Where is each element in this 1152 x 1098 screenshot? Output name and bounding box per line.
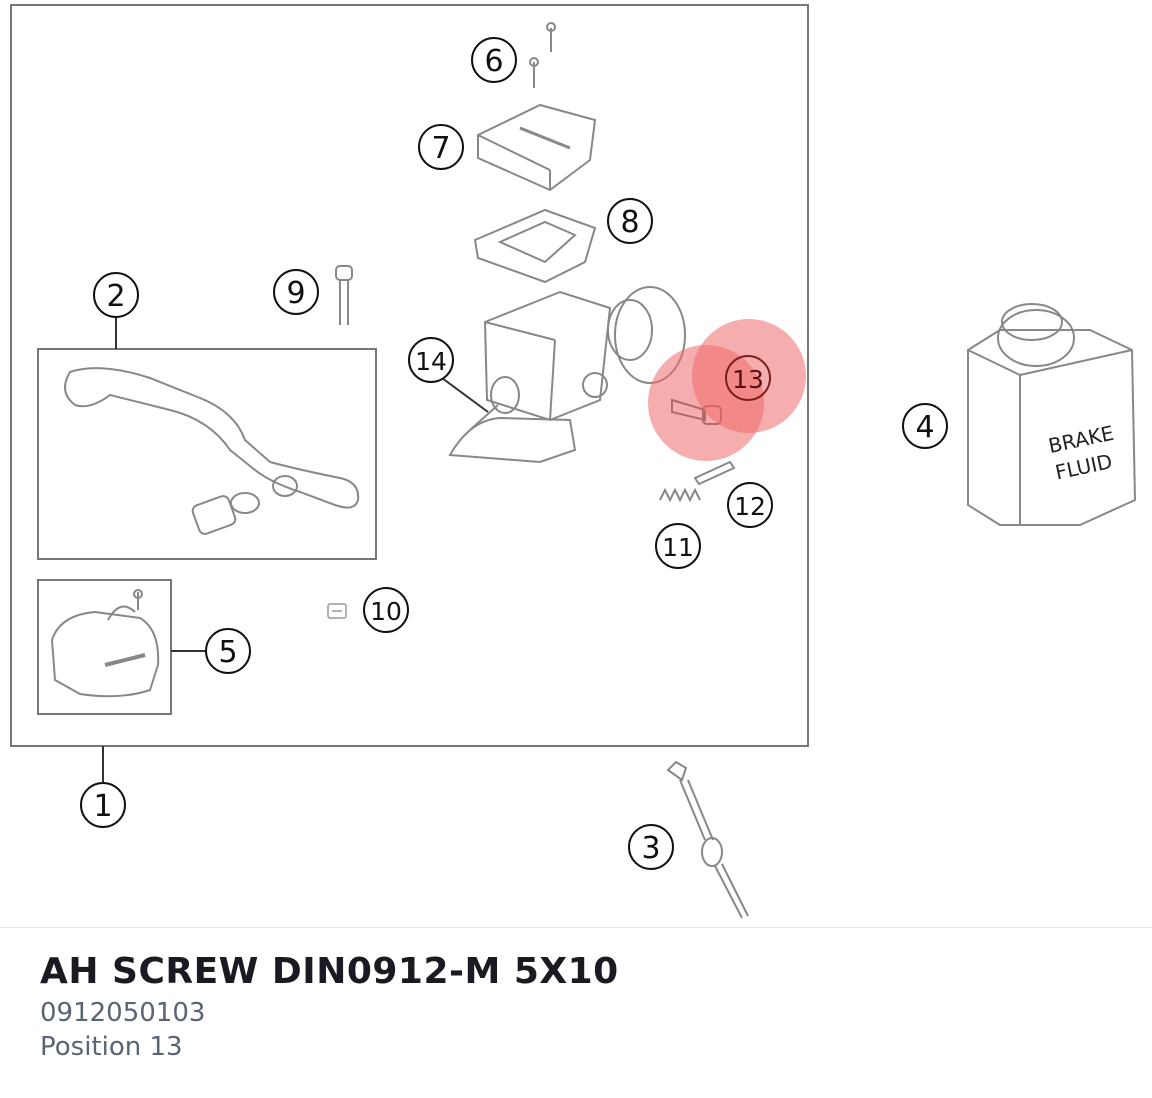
screw-9 xyxy=(335,265,353,325)
diaphragm xyxy=(473,208,597,284)
callout-9[interactable]: 9 xyxy=(286,276,305,311)
callout-8[interactable]: 8 xyxy=(620,205,639,240)
reservoir-lid xyxy=(477,103,597,192)
pin-12 xyxy=(693,460,736,486)
callout-10[interactable]: 10 xyxy=(370,597,402,626)
callout-14[interactable]: 14 xyxy=(415,347,447,376)
part-position: Position 13 xyxy=(40,1032,183,1062)
callout-2[interactable]: 2 xyxy=(106,279,125,314)
divider xyxy=(0,927,1152,928)
callout-13[interactable]: 13 xyxy=(732,365,764,394)
protective-cover xyxy=(50,589,160,698)
exploded-parts-diagram: BRAKE FLUID 1 2 3 4 5 6 7 8 9 10 11 12 1… xyxy=(10,4,1137,919)
callout-5[interactable]: 5 xyxy=(218,635,237,670)
callout-6[interactable]: 6 xyxy=(484,44,503,79)
brake-fluid-bottle xyxy=(967,303,1137,526)
brake-lever xyxy=(64,367,360,535)
callout-7[interactable]: 7 xyxy=(431,131,450,166)
callout-12[interactable]: 12 xyxy=(734,492,766,521)
cover-frame xyxy=(37,579,172,715)
part-number: 0912050103 xyxy=(40,998,206,1028)
callout-3[interactable]: 3 xyxy=(641,831,660,866)
spring-11 xyxy=(659,487,701,503)
callout-1[interactable]: 1 xyxy=(93,789,112,824)
assembly-frame xyxy=(10,4,809,747)
part-info: AH SCREW DIN0912-M 5X10 0912050103 Posit… xyxy=(40,948,619,1064)
callout-4[interactable]: 4 xyxy=(915,410,934,445)
highlight-position-13 xyxy=(648,319,806,461)
callout-11[interactable]: 11 xyxy=(662,533,694,562)
master-cylinder xyxy=(448,286,686,464)
nut-10 xyxy=(327,603,347,619)
screws-6 xyxy=(529,22,556,88)
part-title: AH SCREW DIN0912-M 5X10 xyxy=(40,951,619,992)
lever-frame xyxy=(37,348,377,560)
brake-line xyxy=(666,760,749,919)
